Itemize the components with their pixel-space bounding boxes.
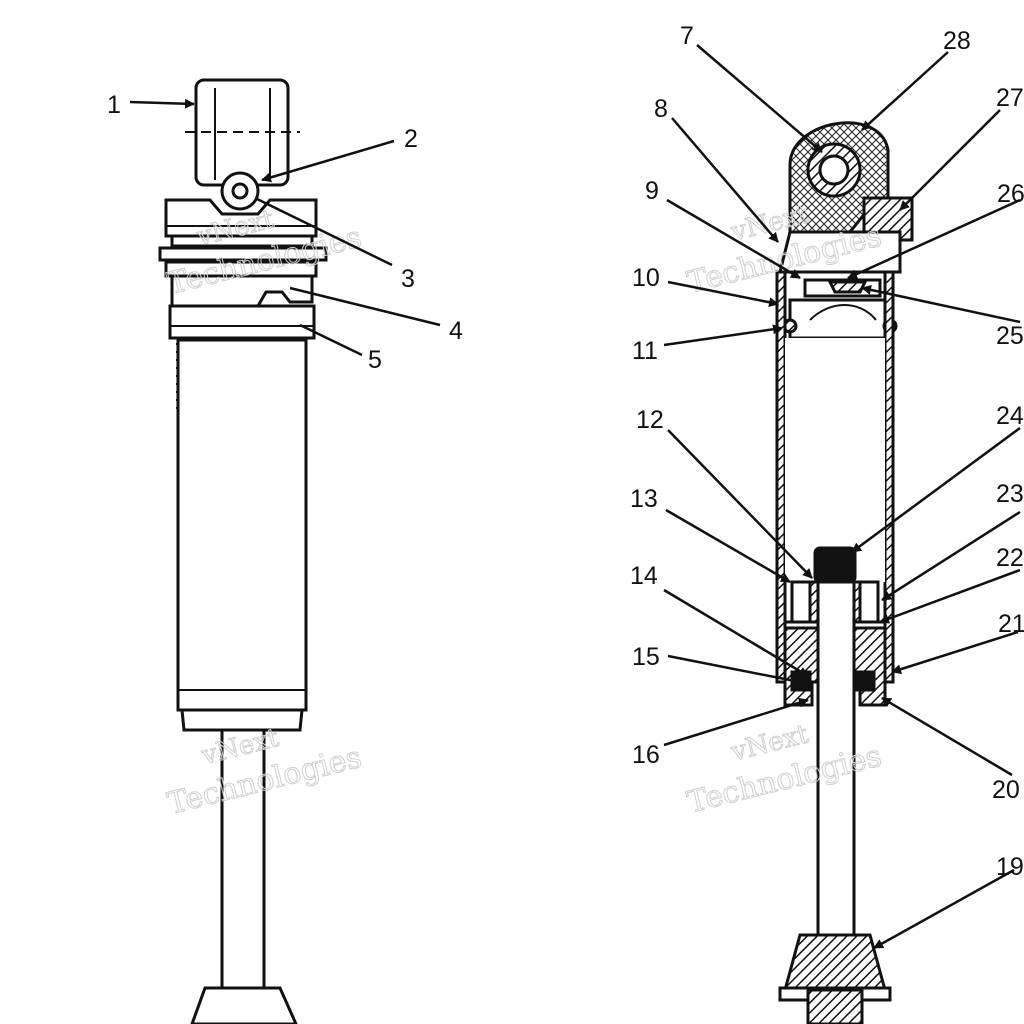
piston-nut [813, 546, 857, 584]
callout-3: 3 [401, 265, 415, 293]
callout-16: 16 [632, 741, 660, 769]
callout-25: 25 [996, 322, 1024, 350]
valve-seat [827, 280, 868, 294]
callout-14: 14 [630, 562, 658, 590]
piston-shaft [220, 728, 266, 992]
cutaway-bumper [783, 933, 887, 992]
shock-body-tube [176, 338, 308, 712]
lower-threaded-stud [806, 988, 864, 1024]
callout-24: 24 [996, 402, 1024, 430]
callout-15: 15 [632, 643, 660, 671]
cylinder-wall-left [775, 270, 787, 684]
callout-1: 1 [107, 91, 121, 119]
callout-9: 9 [645, 177, 659, 205]
callout-27: 27 [996, 84, 1024, 112]
right-shock-cutaway-view [775, 121, 914, 1024]
callout-11: 11 [632, 337, 658, 365]
callout-12: 12 [636, 406, 664, 434]
callout-4: 4 [449, 317, 463, 345]
callout-19: 19 [996, 853, 1024, 881]
callout-23: 23 [996, 480, 1024, 508]
callout-13: 13 [630, 485, 658, 513]
callout-21: 21 [998, 610, 1024, 638]
adjuster-nut [168, 304, 316, 340]
cutaway-cap [778, 230, 902, 274]
callout-8: 8 [654, 95, 668, 123]
bottom-bumper [190, 986, 298, 1024]
callout-5: 5 [368, 346, 382, 374]
callout-labels: 1 2 3 4 5 7 28 27 8 26 9 10 25 11 12 24 … [107, 22, 1024, 881]
body-bottom-cap [180, 708, 304, 732]
callout-26: 26 [997, 180, 1024, 208]
seal-ring [170, 234, 314, 248]
cutaway-shaft [816, 580, 856, 944]
callout-20: 20 [992, 776, 1020, 804]
callout-7: 7 [680, 22, 694, 50]
leader-lines [129, 44, 1021, 950]
callout-2: 2 [404, 125, 418, 153]
callout-22: 22 [996, 544, 1024, 572]
callout-10: 10 [632, 264, 660, 292]
callout-28: 28 [943, 27, 971, 55]
